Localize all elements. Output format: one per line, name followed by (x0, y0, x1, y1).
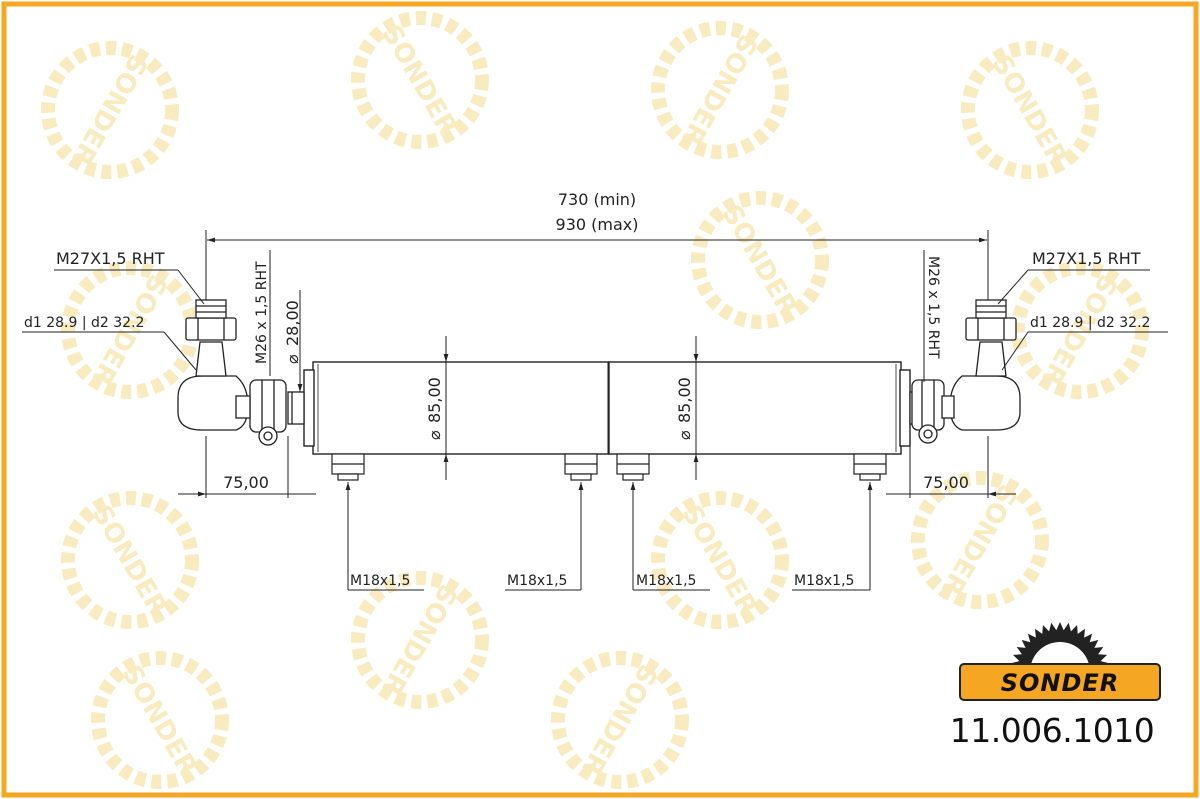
svg-text:SONDER: SONDER (676, 29, 763, 150)
svg-text:SONDER: SONDER (116, 660, 203, 781)
logo-text: SONDER (1001, 669, 1120, 697)
left-inner-thread-label: M26 x 1,5 RHT (254, 261, 270, 364)
left-rod-end (177, 299, 305, 446)
right-cone-leader (1001, 331, 1168, 371)
port-4-label: M18x1,5 (794, 573, 854, 589)
watermark-gear-icon: SONDER (61, 491, 199, 629)
watermark-gear-icon: SONDER (41, 41, 179, 179)
length-max-label: 930 (max) (556, 215, 639, 234)
part-number: 11.006.1010 (950, 711, 1154, 750)
svg-text:SONDER: SONDER (376, 20, 463, 141)
left-cone-label: d1 28.9 | d2 32.2 (24, 315, 144, 331)
svg-text:SONDER: SONDER (576, 659, 663, 780)
cylinder-diameter-right-label: 85,00 (675, 377, 694, 423)
svg-text:SONDER: SONDER (86, 500, 173, 621)
cylinder-diameter-left-label: 85,00 (425, 377, 444, 423)
svg-text:SONDER: SONDER (716, 200, 803, 321)
left-cone-leader (22, 331, 197, 371)
cylinder-diameter-left-symbol: ⌀ (425, 430, 444, 440)
right-inner-thread-label: M26 x 1,5 RHT (925, 256, 941, 359)
right-offset-dimension (886, 436, 1016, 498)
watermark-gear-icon: SONDER (351, 11, 489, 149)
left-outer-thread-leader (54, 269, 205, 305)
port-3-label: M18x1,5 (636, 573, 696, 589)
port-4 (853, 453, 887, 481)
cylinder-body (303, 361, 911, 455)
svg-text:SONDER: SONDER (936, 479, 1023, 600)
svg-text:SONDER: SONDER (66, 49, 153, 170)
port-1 (331, 453, 365, 481)
length-min-label: 730 (min) (558, 190, 636, 209)
watermark-gear-icon: SONDER (651, 21, 789, 159)
watermark-gear-icon: SONDER (961, 41, 1099, 179)
right-offset-label: 75,00 (923, 473, 969, 492)
svg-text:SONDER: SONDER (376, 579, 463, 700)
left-offset-dimension (178, 436, 316, 498)
left-outer-thread-label: M27X1,5 RHT (56, 249, 165, 268)
left-offset-label: 75,00 (223, 473, 269, 492)
sonder-logo: SONDER (959, 622, 1161, 702)
cylinder-diameter-right-symbol: ⌀ (675, 430, 694, 440)
right-outer-thread-leader (997, 269, 1150, 305)
watermark-gear-icon: SONDER (691, 191, 829, 329)
svg-text:SONDER: SONDER (986, 50, 1073, 171)
svg-text:SONDER: SONDER (676, 500, 763, 621)
watermark-gear-icon: SONDER (91, 651, 229, 789)
port-1-label: M18x1,5 (350, 573, 410, 589)
port-2-label: M18x1,5 (507, 573, 567, 589)
watermark-gear-icon: SONDER (551, 651, 689, 789)
port-2 (564, 453, 598, 481)
rod-diameter-symbol: ⌀ (283, 354, 302, 364)
port-3 (616, 453, 650, 481)
watermark-gear-icon: SONDER (351, 571, 489, 709)
overall-length-dimension (205, 230, 989, 300)
port-leaders (345, 482, 873, 591)
right-rod-end (909, 299, 1021, 444)
right-outer-thread-label: M27X1,5 RHT (1032, 249, 1141, 268)
right-cone-label: d1 28.9 | d2 32.2 (1030, 315, 1150, 331)
watermark-gear-icon: SONDER (651, 491, 789, 629)
rod-diameter-label: 28,00 (283, 300, 302, 346)
watermark-gear-icon: SONDER (911, 471, 1049, 609)
